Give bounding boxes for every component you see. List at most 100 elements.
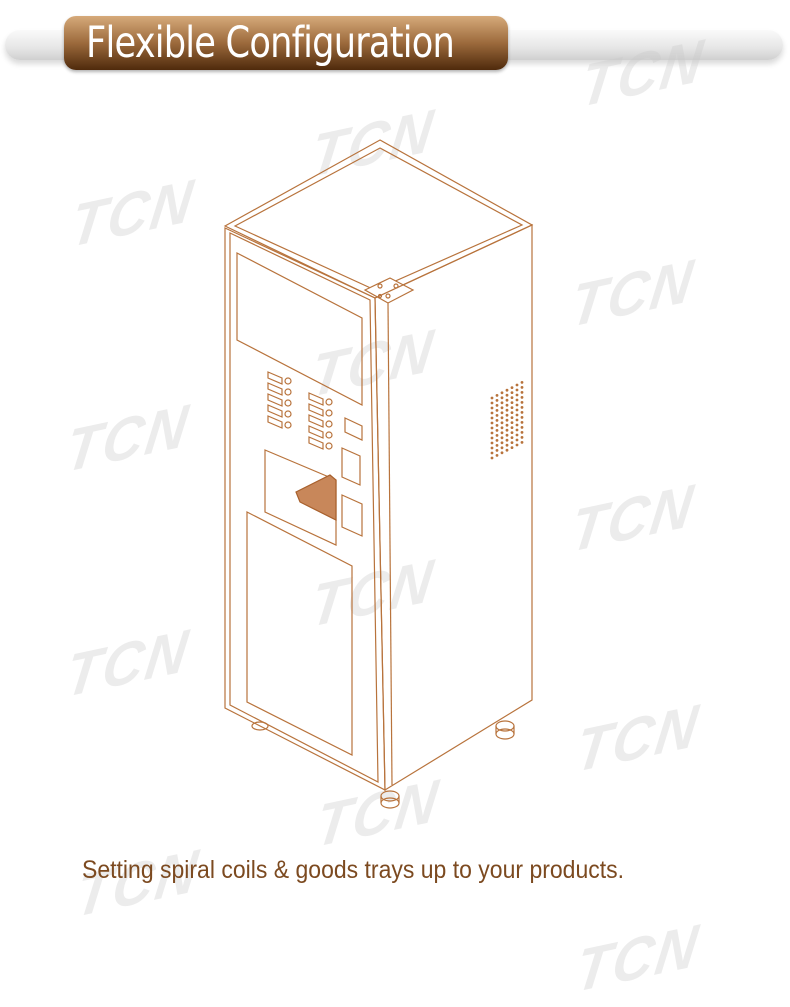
vending-machine-drawing bbox=[223, 139, 534, 809]
vent-hole bbox=[500, 416, 504, 420]
vent-hole bbox=[515, 388, 519, 392]
vent-hole bbox=[515, 383, 519, 387]
vent-hole bbox=[505, 418, 509, 422]
vent-hole bbox=[500, 431, 504, 435]
selection-indicator bbox=[325, 431, 333, 439]
vent-grille bbox=[490, 381, 524, 460]
title-pill bbox=[64, 16, 508, 70]
vent-hole bbox=[490, 441, 494, 445]
feet bbox=[251, 720, 515, 809]
vent-hole bbox=[495, 439, 499, 442]
selection-indicator bbox=[284, 399, 292, 407]
machine-side bbox=[374, 224, 533, 792]
vent-hole bbox=[490, 431, 494, 435]
vent-hole bbox=[520, 416, 524, 419]
vent-hole bbox=[505, 433, 509, 437]
vent-hole bbox=[495, 424, 499, 427]
vent-hole bbox=[500, 446, 504, 450]
vent-hole bbox=[520, 411, 524, 414]
selection-indicator bbox=[325, 398, 333, 406]
vent-hole bbox=[500, 391, 504, 395]
vent-hole bbox=[510, 431, 514, 434]
vent-hole bbox=[500, 451, 504, 455]
vent-hole bbox=[520, 396, 524, 399]
vent-hole bbox=[520, 391, 524, 394]
vent-hole bbox=[515, 413, 519, 417]
vent-hole bbox=[520, 381, 524, 384]
selection-button[interactable] bbox=[308, 403, 324, 417]
vent-hole bbox=[510, 411, 514, 414]
vent-hole bbox=[520, 426, 524, 429]
vent-hole bbox=[495, 404, 499, 407]
vent-hole bbox=[500, 396, 504, 400]
vent-hole bbox=[495, 449, 499, 452]
selection-button[interactable] bbox=[267, 404, 283, 418]
vent-hole bbox=[490, 436, 494, 440]
vent-hole bbox=[495, 414, 499, 417]
vent-hole bbox=[505, 448, 509, 452]
selection-button[interactable] bbox=[308, 436, 324, 450]
vent-hole bbox=[495, 409, 499, 412]
vent-hole bbox=[515, 398, 519, 402]
vent-hole bbox=[495, 454, 499, 457]
vent-hole bbox=[510, 396, 514, 399]
machine-front bbox=[224, 227, 386, 791]
vent-hole bbox=[515, 393, 519, 397]
vent-hole bbox=[515, 418, 519, 422]
vent-hole bbox=[510, 416, 514, 419]
vent-hole bbox=[515, 403, 519, 407]
vent-hole bbox=[500, 436, 504, 440]
vent-hole bbox=[495, 444, 499, 447]
vent-hole bbox=[505, 388, 509, 392]
vent-hole bbox=[520, 421, 524, 424]
vent-hole bbox=[515, 423, 519, 427]
vent-hole bbox=[505, 438, 509, 442]
vent-hole bbox=[505, 393, 509, 397]
vent-hole bbox=[515, 428, 519, 432]
selection-button[interactable] bbox=[308, 425, 324, 439]
selection-indicator bbox=[284, 410, 292, 418]
page-title: Flexible Configuration bbox=[86, 18, 455, 68]
selection-buttons bbox=[267, 371, 333, 450]
vent-hole bbox=[495, 429, 499, 432]
vent-hole bbox=[520, 436, 524, 439]
vent-hole bbox=[490, 411, 494, 415]
selection-button[interactable] bbox=[267, 415, 283, 429]
vent-hole bbox=[490, 421, 494, 425]
selection-button[interactable] bbox=[308, 414, 324, 428]
selection-button[interactable] bbox=[267, 371, 283, 385]
vent-hole bbox=[495, 399, 499, 402]
vent-hole bbox=[490, 451, 494, 455]
vent-hole bbox=[505, 398, 509, 402]
vent-hole bbox=[515, 433, 519, 437]
machine-top bbox=[223, 139, 534, 304]
vent-hole bbox=[495, 394, 499, 397]
vent-hole bbox=[500, 441, 504, 445]
vent-hole bbox=[515, 408, 519, 412]
selection-indicator bbox=[284, 388, 292, 396]
vent-hole bbox=[520, 406, 524, 409]
display-screen bbox=[236, 252, 363, 406]
vent-hole bbox=[495, 434, 499, 437]
vent-hole bbox=[510, 436, 514, 439]
vent-hole bbox=[490, 401, 494, 405]
vent-hole bbox=[510, 421, 514, 424]
vent-hole bbox=[505, 443, 509, 447]
selection-button[interactable] bbox=[267, 393, 283, 407]
selection-button[interactable] bbox=[267, 382, 283, 396]
vent-hole bbox=[500, 411, 504, 415]
coin-slot bbox=[341, 494, 363, 537]
vent-hole bbox=[510, 446, 514, 449]
vent-hole bbox=[500, 421, 504, 425]
vent-hole bbox=[490, 446, 494, 450]
selection-indicator bbox=[325, 409, 333, 417]
selection-indicator bbox=[325, 442, 333, 450]
vent-hole bbox=[500, 426, 504, 430]
selection-indicator bbox=[284, 377, 292, 385]
selection-button[interactable] bbox=[308, 392, 324, 406]
door-panel bbox=[246, 511, 353, 756]
vent-hole bbox=[505, 408, 509, 412]
vent-hole bbox=[520, 431, 524, 434]
vent-hole bbox=[505, 423, 509, 427]
vent-hole bbox=[510, 401, 514, 404]
